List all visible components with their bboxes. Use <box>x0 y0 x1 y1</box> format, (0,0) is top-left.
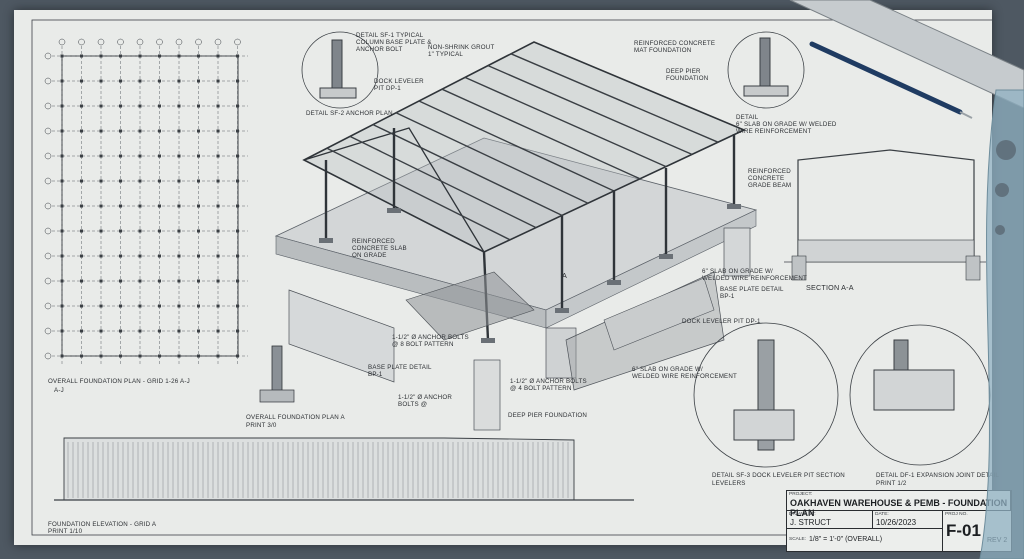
project-label: PROJECT: <box>789 492 813 497</box>
date-cell: DATE: 10/26/2023 <box>873 511 943 529</box>
small-plan-subtitle: PRINT 3/0 <box>246 422 277 429</box>
sheet-border <box>31 19 992 536</box>
callout-detail-slab: DETAIL 6" SLAB ON GRADE W/ WELDED WIRE R… <box>736 114 837 135</box>
soil-section <box>405 271 535 341</box>
callout-detail-sf2: DETAIL SF-2 ANCHOR PLAN <box>306 110 393 117</box>
callout-detail-sf3: DETAIL SF-3 DOCK LEVELER PIT SECTION <box>712 472 845 479</box>
date-value: 10/26/2023 <box>876 518 917 527</box>
drawing-linework <box>31 19 992 536</box>
callout-detail-df1: DETAIL DF-1 EXPANSION JOINT DETAIL <box>876 472 1000 479</box>
scale-value: 1/8" = 1'-0" (OVERALL) <box>809 536 883 543</box>
callout-slab-on-grade: REINFORCED CONCRETE SLAB ON GRADE <box>352 238 407 259</box>
proj-no-label: PROJ NO. <box>945 512 968 517</box>
isometric-model <box>259 41 758 431</box>
scale-label: SCALE: <box>789 537 807 542</box>
detail-bubble-contents <box>319 37 955 451</box>
callout-grade-beam: REINFORCED CONCRETE GRADE BEAM <box>748 168 792 189</box>
callout-base-plate-left: BASE PLATE DETAIL BP-1 <box>368 364 432 378</box>
section-marker: A <box>562 271 567 280</box>
drawn-by-label: DRAWN BY: <box>789 512 816 517</box>
callout-mat-foundation: REINFORCED CONCRETE MAT FOUNDATION <box>634 40 716 54</box>
date-label: DATE: <box>875 512 889 517</box>
project-name: OAKHAVEN WAREHOUSE & PEMB - FOUNDATION P… <box>790 498 1008 518</box>
callout-anchor-4: 1-1/2" Ø ANCHOR BOLTS @ 4 BOLT PATTERN <box>510 378 587 392</box>
drawn-by-cell: DRAWN BY: J. STRUCT <box>787 511 873 529</box>
project-cell: PROJECT: OAKHAVEN WAREHOUSE & PEMB - FOU… <box>787 491 1011 518</box>
foundation-elevation <box>54 437 634 501</box>
section-a-a-drawing <box>784 149 986 281</box>
plan-title: OVERALL FOUNDATION PLAN - GRID 1-26 A-J <box>48 378 190 385</box>
foundation-plan-grid <box>44 38 248 366</box>
callout-dock-pit: DOCK LEVELER PIT DP-1 <box>682 318 761 325</box>
callout-detail-sf1: DETAIL SF-1 TYPICAL COLUMN BASE PLATE & … <box>356 32 432 53</box>
roof-frame <box>302 41 746 253</box>
callout-grout: NON-SHRINK GROUT 1" TYPICAL <box>428 44 495 58</box>
title-block: PROJECT: OAKHAVEN WAREHOUSE & PEMB - FOU… <box>786 490 1012 552</box>
callout-anchor-8: 1-1/2" Ø ANCHOR BOLTS @ 8 BOLT PATTERN <box>392 334 469 348</box>
elevation-subtitle: PRINT 1/10 <box>48 528 83 535</box>
callout-detail-df1-sub: PRINT 1/2 <box>876 480 907 487</box>
callout-slab-wwr-right: 6" SLAB ON GRADE W/ WELDED WIRE REINFORC… <box>702 268 808 282</box>
drawing-sheet: OVERALL FOUNDATION PLAN - GRID 1-26 A-J … <box>14 10 1012 552</box>
callout-detail-sf3-sub: LEVELERS <box>712 480 746 487</box>
callout-deep-pier-top: DEEP PIER FOUNDATION <box>666 68 709 82</box>
drawn-by-value: J. STRUCT <box>790 518 831 527</box>
elevation-title: FOUNDATION ELEVATION - GRID A <box>48 521 157 528</box>
deep-pier <box>473 359 501 431</box>
plan-subtitle: A-J <box>54 387 64 394</box>
callout-deep-pier: DEEP PIER FOUNDATION <box>508 412 588 419</box>
grade-beam <box>288 289 395 383</box>
sheet-number: F-01 <box>946 521 981 540</box>
callout-base-plate-right: BASE PLATE DETAIL BP-1 <box>720 286 784 300</box>
section-a-a-label: SECTION A-A <box>806 283 854 292</box>
scale-cell: SCALE: 1/8" = 1'-0" (OVERALL) <box>787 529 943 551</box>
roof-purlins <box>326 53 719 241</box>
callout-slab-wwr: 6" SLAB ON GRADE W/ WELDED WIRE REINFORC… <box>632 366 738 380</box>
steel-columns <box>319 128 741 343</box>
small-plan-title: OVERALL FOUNDATION PLAN A <box>246 414 345 421</box>
callout-dock-leveler: DOCK LEVELER PIT DP-1 <box>374 78 424 92</box>
callout-anchor-bottom: 1-1/2" Ø ANCHOR BOLTS @ <box>398 394 453 408</box>
sheet-number-cell: PROJ NO. F-01 REV 2 <box>943 511 1011 551</box>
revision: REV 2 <box>987 537 1008 544</box>
